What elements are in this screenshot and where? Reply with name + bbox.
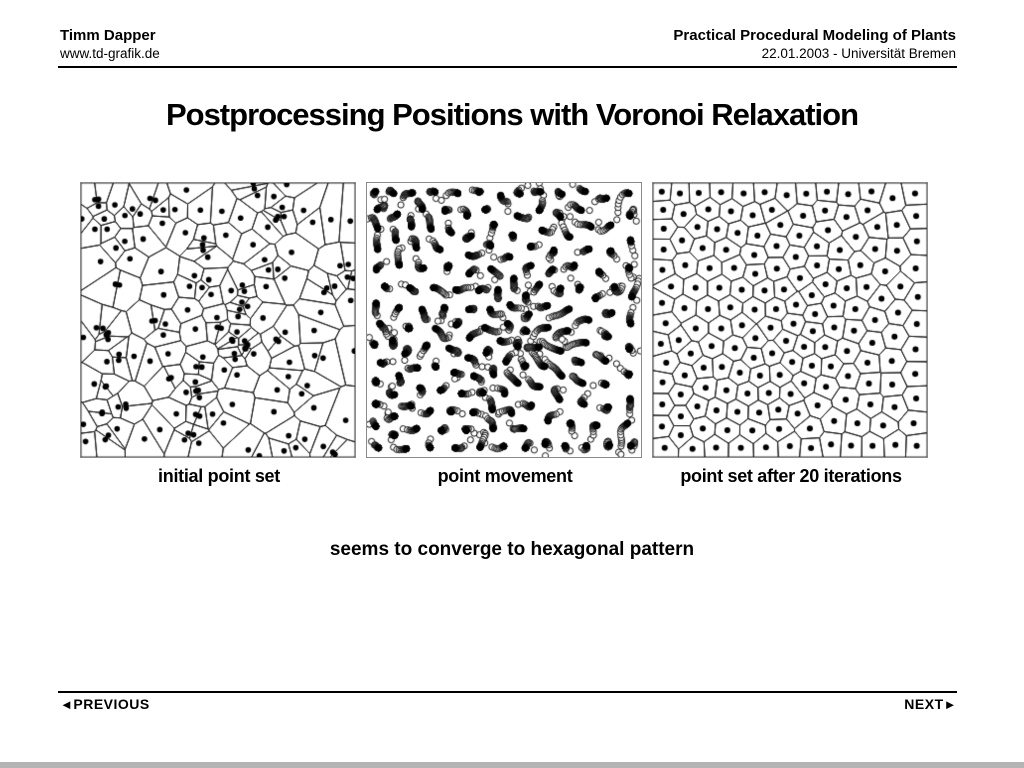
footer-divider	[58, 691, 957, 693]
caption-relaxed-point-set: point set after 20 iterations	[680, 466, 902, 486]
header-talk-block: Practical Procedural Modeling of Plants …	[673, 26, 956, 63]
talk-date: 22.01.2003 - Universität Bremen	[761, 46, 956, 61]
previous-arrow-icon: ◄	[60, 697, 74, 712]
figure-relaxed-point-set	[652, 182, 930, 460]
window-bottom-edge	[0, 762, 1024, 768]
caption-initial-point-set: initial point set	[158, 466, 280, 486]
previous-label: PREVIOUS	[73, 696, 150, 712]
caption-point-movement: point movement	[437, 466, 573, 486]
voronoi-relaxed-figure	[652, 182, 928, 458]
previous-button[interactable]: ◄PREVIOUS	[60, 696, 150, 712]
talk-title: Practical Procedural Modeling of Plants	[673, 27, 956, 44]
author-website: www.td-grafik.de	[60, 46, 160, 61]
point-movement-figure	[366, 182, 642, 458]
convergence-note: seems to converge to hexagonal pattern	[329, 539, 695, 560]
header-divider	[58, 66, 957, 68]
next-label: NEXT	[904, 696, 944, 712]
author-name: Timm Dapper	[60, 27, 156, 44]
figure-row	[80, 182, 930, 460]
page-title: Postprocessing Positions with Voronoi Re…	[165, 97, 859, 132]
figure-initial-point-set	[80, 182, 358, 460]
next-arrow-icon: ►	[943, 697, 957, 712]
next-button[interactable]: NEXT►	[904, 696, 957, 712]
figure-point-movement	[366, 182, 644, 460]
header-author-block: Timm Dapper www.td-grafik.de	[60, 26, 160, 63]
caption-row: initial point set point movement point s…	[80, 466, 930, 487]
voronoi-initial-figure	[80, 182, 356, 458]
